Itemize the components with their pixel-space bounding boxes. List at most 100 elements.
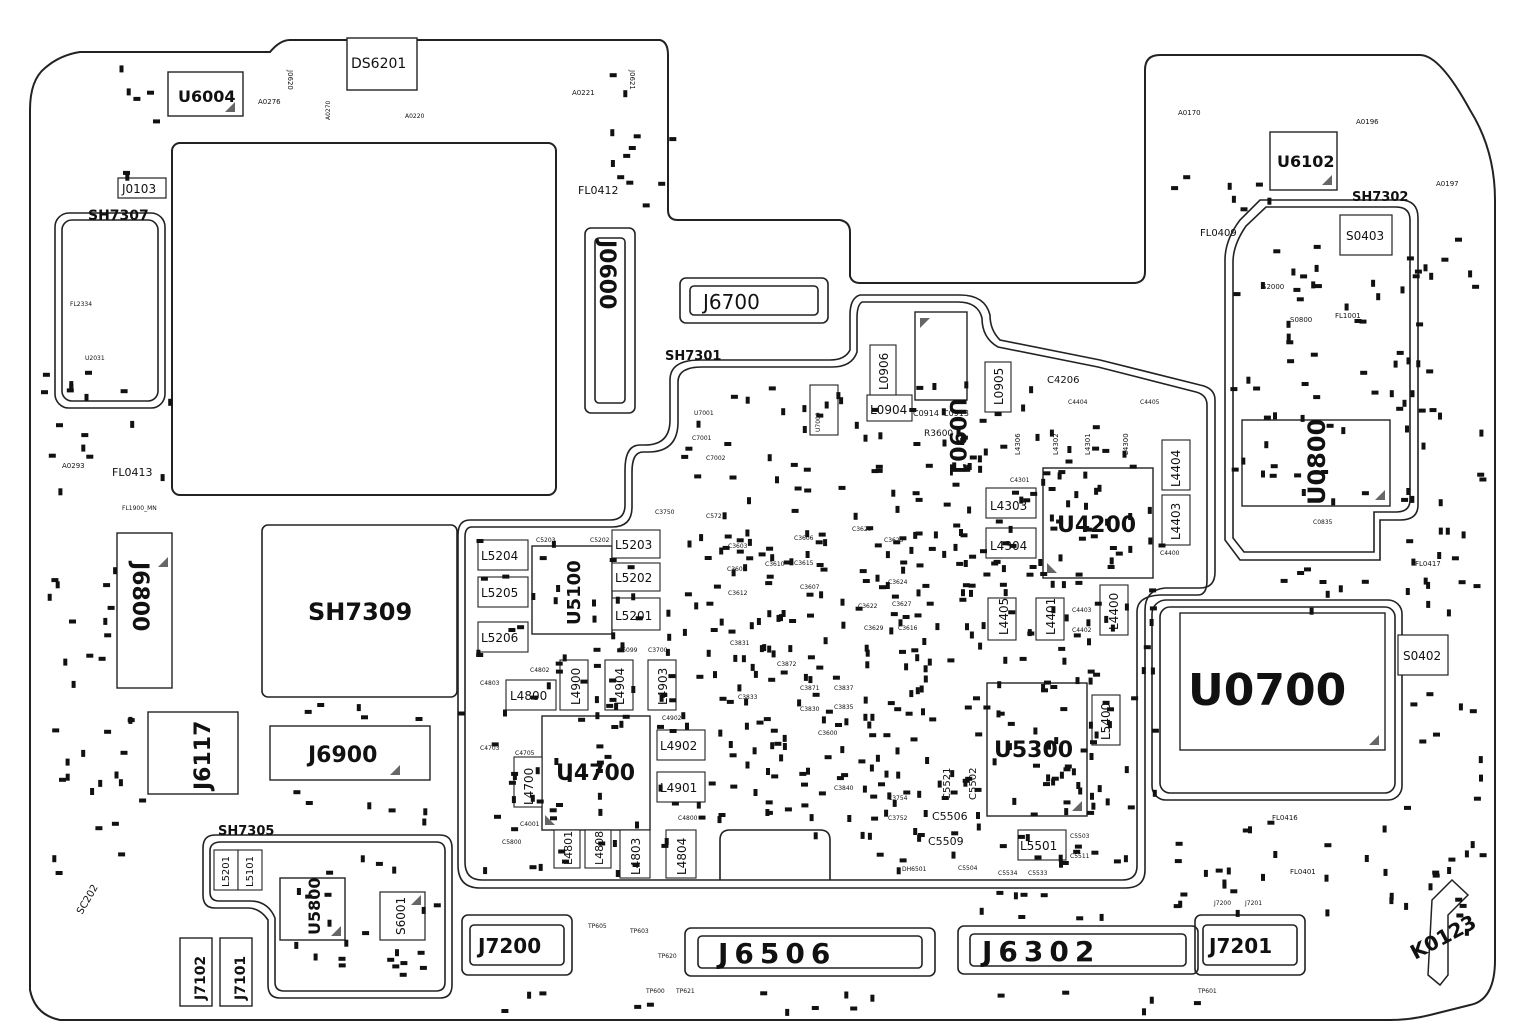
smd-pad	[1260, 282, 1265, 289]
smd-pad	[1075, 580, 1083, 585]
smd-pad	[296, 888, 301, 895]
label-l4401: L4401	[1044, 598, 1058, 635]
smd-pad	[870, 713, 875, 721]
smd-pad	[913, 442, 921, 446]
smd-pad	[1059, 860, 1063, 868]
smd-pad	[555, 661, 563, 666]
chip-j6900	[269, 725, 431, 781]
smd-pad	[927, 658, 932, 666]
label-l4904: L4904	[613, 668, 627, 705]
label-l4404: L4404	[1169, 450, 1183, 487]
smd-pad	[1020, 892, 1028, 897]
smd-pad	[741, 655, 746, 663]
smd-pad	[595, 769, 603, 773]
connector-j7200	[461, 914, 573, 976]
smd-pad	[657, 724, 664, 729]
label-c3840: C3840	[834, 785, 854, 792]
smd-pad	[531, 695, 538, 700]
smd-pad	[916, 385, 924, 390]
smd-pad	[752, 747, 757, 755]
smd-pad	[293, 790, 301, 795]
smd-pad	[669, 729, 677, 733]
smd-pad	[698, 815, 706, 820]
inductors	[213, 344, 1191, 891]
smd-pad	[623, 90, 628, 98]
smd-pad	[1313, 244, 1321, 249]
smd-pad	[818, 532, 826, 537]
smd-pad	[550, 816, 557, 821]
smd-pad	[1128, 513, 1133, 520]
label-ds6201: DS6201	[351, 56, 406, 72]
label-l4303: L4303	[990, 499, 1027, 513]
smd-pad	[633, 134, 641, 139]
label-c5506: C5506	[932, 810, 968, 823]
smd-pad	[1109, 557, 1114, 565]
smd-pad	[659, 694, 664, 702]
smd-pad	[1406, 357, 1411, 365]
smd-pad	[950, 790, 958, 795]
smd-pad	[362, 931, 370, 936]
smd-pad	[961, 589, 965, 597]
smd-pad	[1158, 543, 1166, 548]
smd-pad	[1458, 703, 1463, 711]
smd-pad	[1001, 565, 1006, 573]
smd-pad	[916, 589, 921, 597]
smd-pad	[1458, 580, 1466, 585]
chip-u6102	[1269, 131, 1338, 191]
smd-pad	[1287, 359, 1295, 364]
smd-pad	[767, 610, 772, 618]
smd-pad	[1044, 680, 1051, 685]
smd-pad	[696, 801, 701, 809]
smd-pad	[997, 711, 1005, 716]
smd-pad	[768, 386, 776, 391]
smd-pad	[1246, 376, 1251, 384]
smd-pad	[1241, 457, 1246, 465]
smd-pad	[326, 870, 334, 875]
label-l4901: L4901	[660, 781, 697, 795]
connector-j7102	[179, 937, 213, 1007]
smd-pad	[313, 953, 318, 961]
smd-pad	[917, 834, 922, 842]
smd-pad	[1410, 495, 1415, 503]
label-j7101: J7101	[233, 956, 249, 1001]
smd-pad	[770, 554, 775, 562]
smd-pad	[508, 780, 516, 785]
smd-pad	[983, 705, 991, 710]
smd-pad	[84, 393, 89, 401]
smd-pad	[1063, 800, 1071, 805]
label-j0103: J0103	[121, 182, 156, 196]
smd-pad	[554, 758, 559, 765]
smd-pad	[776, 614, 781, 622]
label-c4405: C4405	[1140, 399, 1160, 406]
smd-pad	[635, 821, 639, 829]
smd-pad	[1402, 399, 1407, 407]
label-l4403: L4403	[1169, 503, 1183, 540]
smd-pad	[1051, 778, 1056, 786]
connector-j6700	[679, 277, 829, 324]
smd-pad	[1400, 286, 1405, 294]
smd-pad	[976, 812, 980, 819]
smd-pad	[147, 90, 154, 95]
smd-pad	[125, 173, 130, 181]
smd-pad	[896, 771, 901, 779]
smd-pad	[887, 792, 892, 800]
smd-pad	[981, 622, 986, 630]
connector-j7101	[219, 937, 253, 1007]
smd-pad	[1104, 615, 1109, 623]
smd-pad	[770, 728, 778, 733]
label-l5400: L5400	[1099, 703, 1113, 740]
smd-pad	[875, 464, 883, 469]
label-s2000: S2000	[1262, 283, 1284, 291]
label-c5800: C5800	[502, 839, 522, 846]
smd-pad	[766, 574, 774, 579]
smd-pad	[503, 709, 507, 717]
label-j0621: J0621	[628, 69, 636, 90]
label-s6001: S6001	[394, 897, 408, 935]
smd-pad	[535, 767, 540, 775]
smd-pad	[969, 631, 974, 639]
smd-pad	[660, 693, 668, 697]
smd-pad	[836, 776, 844, 781]
smd-pad	[1033, 763, 1040, 768]
smd-pad	[1040, 893, 1048, 898]
smd-pad	[1089, 753, 1094, 760]
